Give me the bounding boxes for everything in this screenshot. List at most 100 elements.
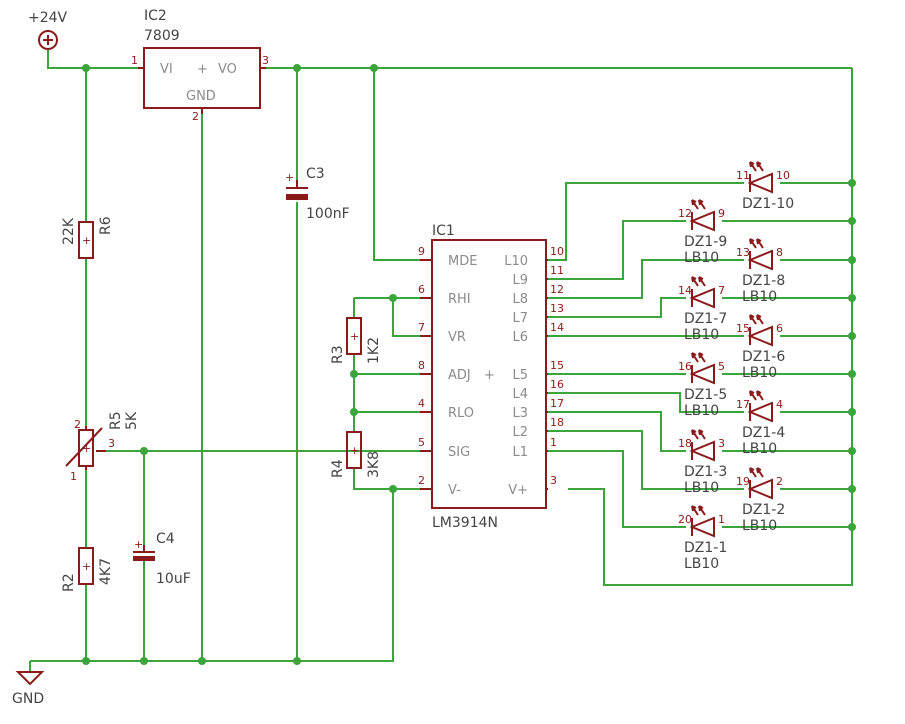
vcc-symbol: +24V (28, 10, 68, 50)
ic1-pin-name: L9 (512, 273, 528, 288)
capacitor-c3: + C3 100nF (285, 166, 350, 222)
junction-dot (293, 657, 301, 665)
c3-plus: + (285, 171, 294, 184)
ic2-name: IC2 (144, 8, 167, 24)
led-name: DZ1-7 (684, 311, 727, 327)
ic1-pin-v+: 3V+ (508, 474, 557, 498)
led-pin-cathode: 20 (678, 513, 692, 526)
led-value: LB10 (742, 365, 777, 381)
ic1-pin-name: L2 (512, 425, 528, 440)
junction-dot (848, 408, 856, 416)
c4-value: 10uF (156, 571, 191, 587)
junction-dot (82, 64, 90, 72)
led-value: LB10 (684, 480, 719, 496)
r6-body (78, 221, 94, 259)
ic2-pin-vi: VI (160, 62, 173, 77)
led-arrow-icon (749, 314, 757, 325)
junction-dot (848, 332, 856, 340)
ic2-pin3: 3 (262, 54, 269, 67)
led-pin-anode: 2 (776, 475, 783, 488)
ic1-pin-name: RHI (448, 292, 471, 307)
ic1-pin-name: L8 (512, 292, 528, 307)
ic1-pin-name: L5 (512, 368, 528, 383)
ic1-pin-vr: 7VR (418, 321, 466, 345)
junction-dot (848, 294, 856, 302)
ic1-pin-name: V+ (508, 483, 528, 498)
r2-value: 4K7 (98, 558, 114, 585)
r5-plus: + (82, 442, 91, 455)
led-value: LB10 (684, 327, 719, 343)
led-diode-icon (689, 287, 715, 309)
ic1-pin-number: 17 (550, 397, 564, 410)
led-name: DZ1-2 (742, 502, 785, 518)
led-pin-anode: 1 (718, 513, 725, 526)
led-arrow-icon (756, 238, 764, 249)
r2-name: R2 (61, 573, 77, 592)
ic1-pin-number: 12 (550, 283, 564, 296)
ic1-pin-number: 18 (550, 416, 564, 429)
ic1-pin-number: 16 (550, 378, 564, 391)
led-pin-cathode: 16 (678, 360, 692, 373)
r5-pin2: 2 (74, 418, 81, 431)
led-value: LB10 (684, 403, 719, 419)
led-arrow-icon (698, 276, 706, 287)
vcc-label: +24V (28, 10, 68, 26)
led-name: DZ1-6 (742, 349, 785, 365)
wire-r4-bottom (353, 468, 393, 490)
ic1-name: IC1 (432, 223, 455, 239)
r5-adjust-arrow (65, 427, 103, 467)
ic1-pin-name: L3 (512, 406, 528, 421)
gnd-label: GND (12, 691, 44, 707)
led-pin-cathode: 13 (736, 246, 750, 259)
wire-l9 (548, 220, 686, 280)
wire-l8 (548, 259, 744, 299)
ic1-pin-number: 8 (418, 359, 425, 372)
ic2-pins (138, 67, 266, 114)
led-pin-anode: 6 (776, 322, 783, 335)
led-pin-cathode: 15 (736, 322, 750, 335)
junction-dot (140, 657, 148, 665)
led-pin-cathode: 14 (678, 284, 692, 297)
ic2-pin1: 1 (131, 54, 138, 67)
ic1-pin-name: L6 (512, 330, 528, 345)
ic2-pin-vo: VO (218, 62, 237, 77)
led-pin-anode: 3 (718, 437, 725, 450)
wire-l2 (548, 430, 744, 490)
r6-name: R6 (98, 216, 114, 235)
c4-plate-bottom (133, 556, 155, 561)
plus-icon (43, 35, 53, 45)
r5-pin1: 1 (70, 470, 77, 483)
led-pin-anode: 10 (776, 169, 790, 182)
led-value: LB10 (742, 518, 777, 534)
led-name: DZ1-8 (742, 273, 785, 289)
ic2-pin-plus: + (197, 62, 208, 77)
junction-dot (848, 485, 856, 493)
led-pin-cathode: 17 (736, 398, 750, 411)
led-value: LB10 (684, 556, 719, 572)
ic1-pin-number: 9 (418, 245, 425, 258)
ic1-pin-v-: 2V- (418, 474, 461, 498)
ic1-pin-name: L4 (512, 387, 528, 402)
ic1-part: LM3914N (432, 515, 498, 531)
led-diode-icon (689, 210, 715, 232)
led-name: DZ1-1 (684, 540, 727, 556)
ic2-pin2: 2 (192, 110, 199, 123)
resistor-r6: + 22K R6 (61, 216, 114, 259)
ic1-pin-number: 15 (550, 359, 564, 372)
ic1-pin-name: V- (448, 483, 461, 498)
junction-dot (848, 256, 856, 264)
junction-dot (848, 523, 856, 531)
led-arrow-icon (756, 390, 764, 401)
